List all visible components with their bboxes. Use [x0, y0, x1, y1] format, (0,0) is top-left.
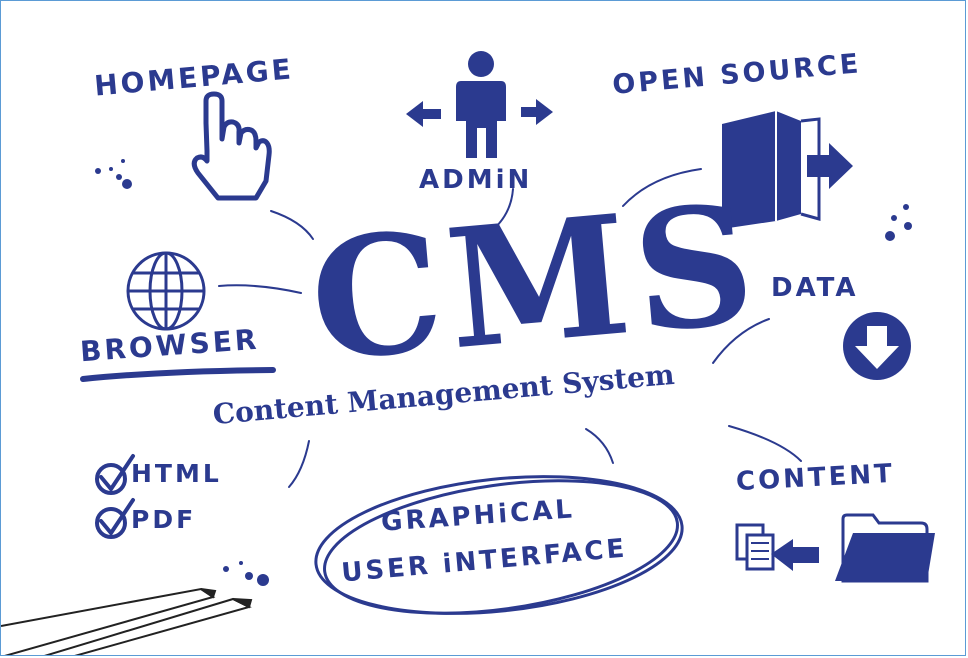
- connector-gui: [585, 428, 614, 464]
- connector-homepage: [270, 210, 314, 240]
- connector-html: [288, 440, 310, 488]
- cms-title: CMS: [303, 166, 768, 399]
- folder-icon: [835, 513, 935, 583]
- data-label: DATA: [771, 273, 859, 303]
- dot-cluster-left: [95, 159, 132, 189]
- arrow-left-icon: [406, 101, 441, 127]
- connector-content: [728, 425, 802, 462]
- dot-cluster-bottom: [223, 561, 269, 586]
- connector-browser: [218, 284, 302, 294]
- browser-underline: [80, 367, 276, 382]
- connector-admin: [488, 188, 514, 234]
- dot-cluster-right: [885, 204, 912, 241]
- door-exit-icon: [722, 111, 853, 229]
- person-icon: [456, 51, 506, 158]
- html-label: HTML: [131, 459, 222, 488]
- pdf-label: PDF: [131, 505, 197, 534]
- globe-icon: [126, 251, 206, 331]
- pencil-icon: [1, 587, 253, 655]
- gui-ellipse: [314, 475, 684, 615]
- admin-label: ADMiN: [419, 165, 533, 195]
- checkmark-icon: [95, 454, 135, 539]
- arrow-right-icon: [521, 99, 553, 125]
- connector-data: [712, 318, 770, 364]
- documents-icon: [735, 523, 819, 571]
- download-arrow-icon: [843, 312, 911, 380]
- connector-open-source: [622, 168, 702, 207]
- hand-cursor-icon: [191, 91, 272, 201]
